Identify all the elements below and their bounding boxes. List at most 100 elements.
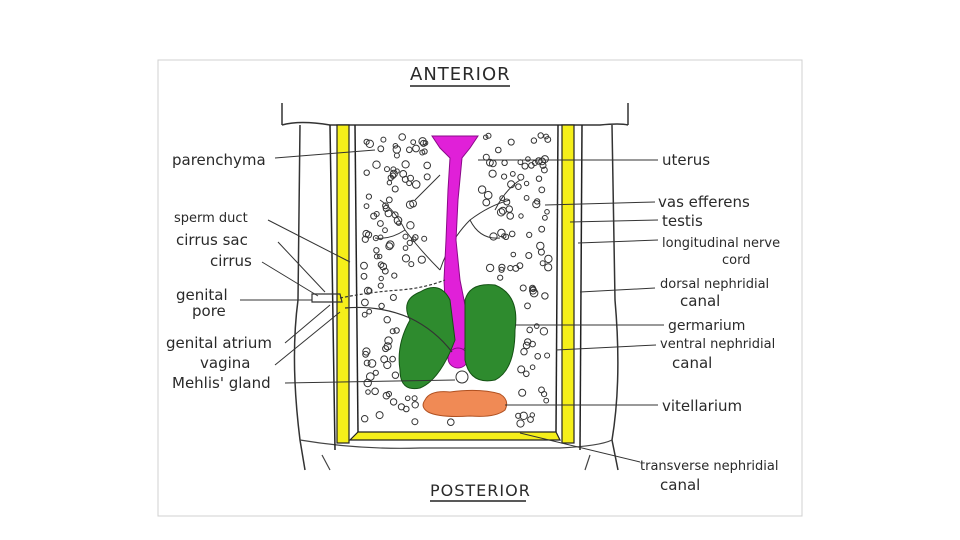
testis-follicle: [378, 221, 384, 227]
testis-follicle: [538, 249, 544, 255]
testis-follicle: [527, 327, 533, 333]
label-ventral-2: canal: [672, 354, 712, 372]
testis-follicle: [378, 254, 382, 258]
testis-follicle: [422, 236, 427, 241]
label-vas-efferens: vas efferens: [658, 193, 750, 211]
testis-follicle: [544, 398, 549, 403]
label-cirrus: cirrus: [210, 252, 252, 270]
testis-follicle: [362, 416, 368, 422]
anterior-heading: ANTERIOR: [410, 64, 511, 85]
label-longitudinal-1: longitudinal nerve: [662, 236, 780, 251]
testis-follicle: [539, 387, 545, 393]
testis-follicle: [508, 266, 513, 271]
testis-follicle: [509, 231, 515, 237]
testis-follicle: [379, 276, 383, 280]
testis-follicle: [362, 312, 367, 317]
testis-follicle: [412, 419, 418, 425]
testis-follicle: [390, 399, 396, 405]
label-dorsal-2: canal: [680, 292, 720, 310]
testis-follicle: [527, 232, 532, 237]
testis-follicle: [385, 167, 390, 172]
posterior-heading: POSTERIOR: [430, 481, 531, 500]
label-genital-2: pore: [192, 302, 226, 320]
testis-follicle: [402, 255, 409, 262]
left-nerve-cord: [337, 125, 349, 443]
right-outer-canal: [580, 125, 582, 450]
label-transverse-2: canal: [660, 476, 700, 494]
testis-follicle: [540, 261, 545, 266]
testis-follicle: [510, 172, 515, 177]
testis-follicle: [378, 235, 383, 240]
testis-follicle: [518, 160, 523, 165]
label-transverse-1: transverse nephridial: [640, 459, 779, 474]
testis-follicle: [366, 194, 371, 199]
label-germarium: germarium: [668, 318, 745, 334]
testis-follicle: [448, 419, 455, 426]
testis-follicle: [545, 255, 552, 262]
testis-follicle: [489, 170, 496, 177]
testis-follicle: [483, 199, 490, 206]
testis-follicle: [412, 396, 417, 401]
left-labels: parenchyma sperm duct cirrus sac cirrus …: [166, 151, 272, 392]
testis-follicle: [538, 133, 543, 138]
label-ventral-1: ventral nephridial: [660, 337, 775, 352]
testis-follicle: [542, 293, 548, 299]
testis-follicle: [381, 137, 386, 142]
label-testis: testis: [662, 212, 703, 230]
label-uterus: uterus: [662, 151, 710, 169]
germarium-right-lobe: [465, 285, 516, 381]
testis-follicle: [390, 295, 396, 301]
label-vagina: vagina: [200, 354, 250, 372]
testis-follicle: [412, 181, 420, 189]
testis-follicle: [424, 174, 430, 180]
label-sperm-duct: sperm duct: [174, 211, 248, 226]
testis-follicle: [376, 412, 383, 419]
label-mehlis-gland: Mehlis' gland: [172, 374, 271, 392]
testis-follicle: [393, 146, 400, 153]
testis-follicle: [368, 360, 376, 368]
testis-follicle: [407, 240, 412, 245]
testis-follicle: [407, 222, 414, 229]
testis-follicle: [384, 317, 390, 323]
testis-follicle: [502, 160, 507, 165]
testis-follicle: [407, 147, 413, 153]
testis-follicle: [540, 328, 547, 335]
testis-follicle: [526, 157, 531, 162]
testis-follicle: [536, 176, 541, 181]
testis-follicle: [405, 396, 410, 401]
testis-follicle: [378, 283, 383, 288]
testis-follicle: [534, 324, 539, 329]
testis-follicle: [520, 285, 526, 291]
label-genital-atrium: genital atrium: [166, 334, 272, 352]
testis-follicle: [364, 379, 371, 386]
testis-follicle: [399, 134, 406, 141]
testis-follicle: [412, 402, 418, 408]
testis-follicle: [366, 390, 371, 395]
testis-follicle: [364, 204, 369, 209]
testis-follicle: [381, 356, 388, 363]
testis-follicle: [402, 161, 409, 168]
testis-follicle: [517, 420, 524, 427]
germarium: [399, 288, 455, 389]
testis-follicle: [361, 262, 368, 269]
testis-follicle: [519, 214, 523, 218]
testis-follicle: [502, 174, 507, 179]
mehlis-gland: [456, 371, 468, 383]
testis-follicle: [418, 256, 425, 263]
testis-follicle: [528, 417, 534, 423]
testis-follicle: [524, 371, 530, 377]
testis-follicle: [386, 197, 392, 203]
testis-follicle: [508, 139, 514, 145]
testis-follicle: [373, 370, 378, 375]
testis-follicle: [518, 174, 524, 180]
testis-follicle: [486, 264, 493, 271]
testis-follicle: [372, 388, 379, 395]
right-labels: uterus vas efferens testis longitudinal …: [640, 151, 780, 494]
posterior-segment-outline: [300, 440, 612, 470]
testis-follicle: [403, 246, 408, 251]
testis-follicle: [373, 161, 380, 168]
testis-follicle: [392, 273, 397, 278]
testis-follicle: [519, 389, 526, 396]
testis-follicle: [545, 264, 552, 271]
